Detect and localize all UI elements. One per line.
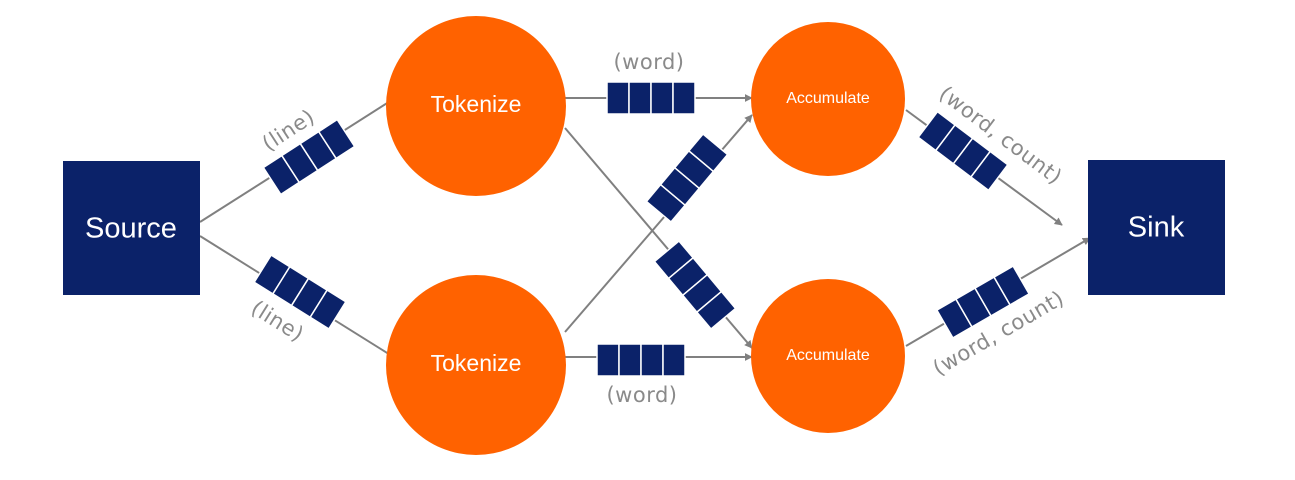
node-tokenize-bottom-label: Tokenize: [431, 350, 522, 376]
node-tokenize-bottom: Tokenize: [386, 275, 566, 455]
node-accumulate-top: Accumulate: [751, 22, 905, 176]
queue-tokenize-bottom-accumulate-top: [645, 132, 729, 224]
queue-tokenize-bottom-accumulate-bottom: [596, 343, 686, 377]
node-accumulate-bottom-label: Accumulate: [786, 347, 870, 364]
queue-source-tokenize-bottom: [253, 254, 347, 330]
edge-label-word-top: (word): [613, 50, 684, 74]
node-source-label: Source: [85, 213, 177, 245]
node-source: Source: [63, 161, 200, 295]
queue-accumulate-bottom-sink: [935, 265, 1031, 339]
node-tokenize-top: Tokenize: [386, 16, 566, 196]
node-sink-label: Sink: [1128, 212, 1185, 244]
queue-source-tokenize-top: [262, 118, 356, 196]
queue-accumulate-top-sink: [917, 110, 1009, 192]
node-accumulate-bottom: Accumulate: [751, 279, 905, 433]
edge-label-word-bottom: (word): [606, 383, 677, 407]
queue-tokenize-top-accumulate-bottom: [653, 239, 737, 331]
queue-tokenize-top-accumulate-top: [606, 81, 696, 115]
node-accumulate-top-label: Accumulate: [786, 90, 870, 107]
node-tokenize-top-label: Tokenize: [431, 91, 522, 117]
node-sink: Sink: [1088, 160, 1225, 295]
